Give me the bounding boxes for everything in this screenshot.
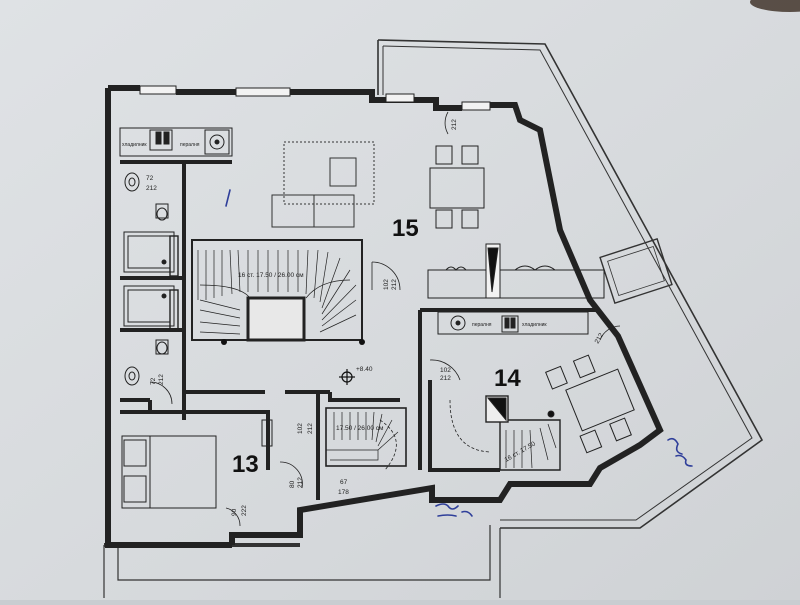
living-furniture: [271, 141, 375, 228]
main-stair-label: 16 ст. 17.50 / 26.00 см: [238, 272, 304, 279]
stair-14: [449, 395, 561, 471]
dim-102-b: 102: [440, 367, 451, 374]
dim-178: 178: [338, 489, 349, 496]
dim-90: 90: [231, 508, 238, 516]
dining-table-15: [429, 145, 485, 229]
kitchen-b-label-1: пералня: [472, 322, 492, 328]
photo-corner-shadow: [750, 0, 800, 12]
dim-80: 80: [289, 480, 296, 488]
dim-212-f: 212: [307, 423, 314, 434]
dim-72-b: 72: [150, 377, 157, 385]
dim-212-g: 212: [297, 477, 304, 488]
small-stair-label: 17.50 / 26.00 см: [336, 425, 384, 432]
room-13-number: 13: [232, 451, 259, 478]
interior-walls: [120, 160, 600, 500]
dim-102-c: 102: [297, 423, 304, 434]
dim-212-b: 212: [451, 119, 458, 130]
kitchen-15: [119, 127, 233, 157]
kitchen-a-label-2: пералня: [180, 142, 200, 148]
elevation-marker: [339, 369, 355, 385]
dim-72: 72: [146, 175, 154, 182]
dining-table-14: [545, 354, 635, 454]
kitchen-b-label-2: хладилник: [522, 322, 547, 328]
outer-walls: [105, 85, 664, 548]
dim-212-d: 212: [440, 375, 451, 382]
terrace: [377, 39, 764, 529]
windows: [139, 85, 491, 111]
room-14-number: 14: [494, 365, 521, 392]
dim-222: 222: [241, 505, 248, 516]
bathrooms: [123, 172, 175, 386]
dim-212-e: 212: [158, 374, 165, 385]
pen-annotations: [225, 189, 693, 517]
dim-102-a: 102: [383, 279, 390, 290]
kitchen-a-label-1: хладилник: [122, 142, 147, 148]
bedroom-13: [121, 419, 273, 509]
dim-212-c: 212: [391, 279, 398, 290]
room-15-number: 15: [392, 215, 419, 242]
kitchen-14: [437, 311, 589, 335]
main-staircase: [191, 239, 363, 342]
elevation-text: +8.40: [356, 366, 373, 373]
door-swings: [149, 111, 621, 527]
dim-212-a: 212: [146, 185, 157, 192]
columns: [169, 235, 365, 345]
kitchen-counter: [427, 243, 605, 299]
small-staircase: [325, 407, 407, 471]
dim-212-h: 212: [594, 332, 606, 345]
dim-67: 67: [340, 479, 348, 486]
